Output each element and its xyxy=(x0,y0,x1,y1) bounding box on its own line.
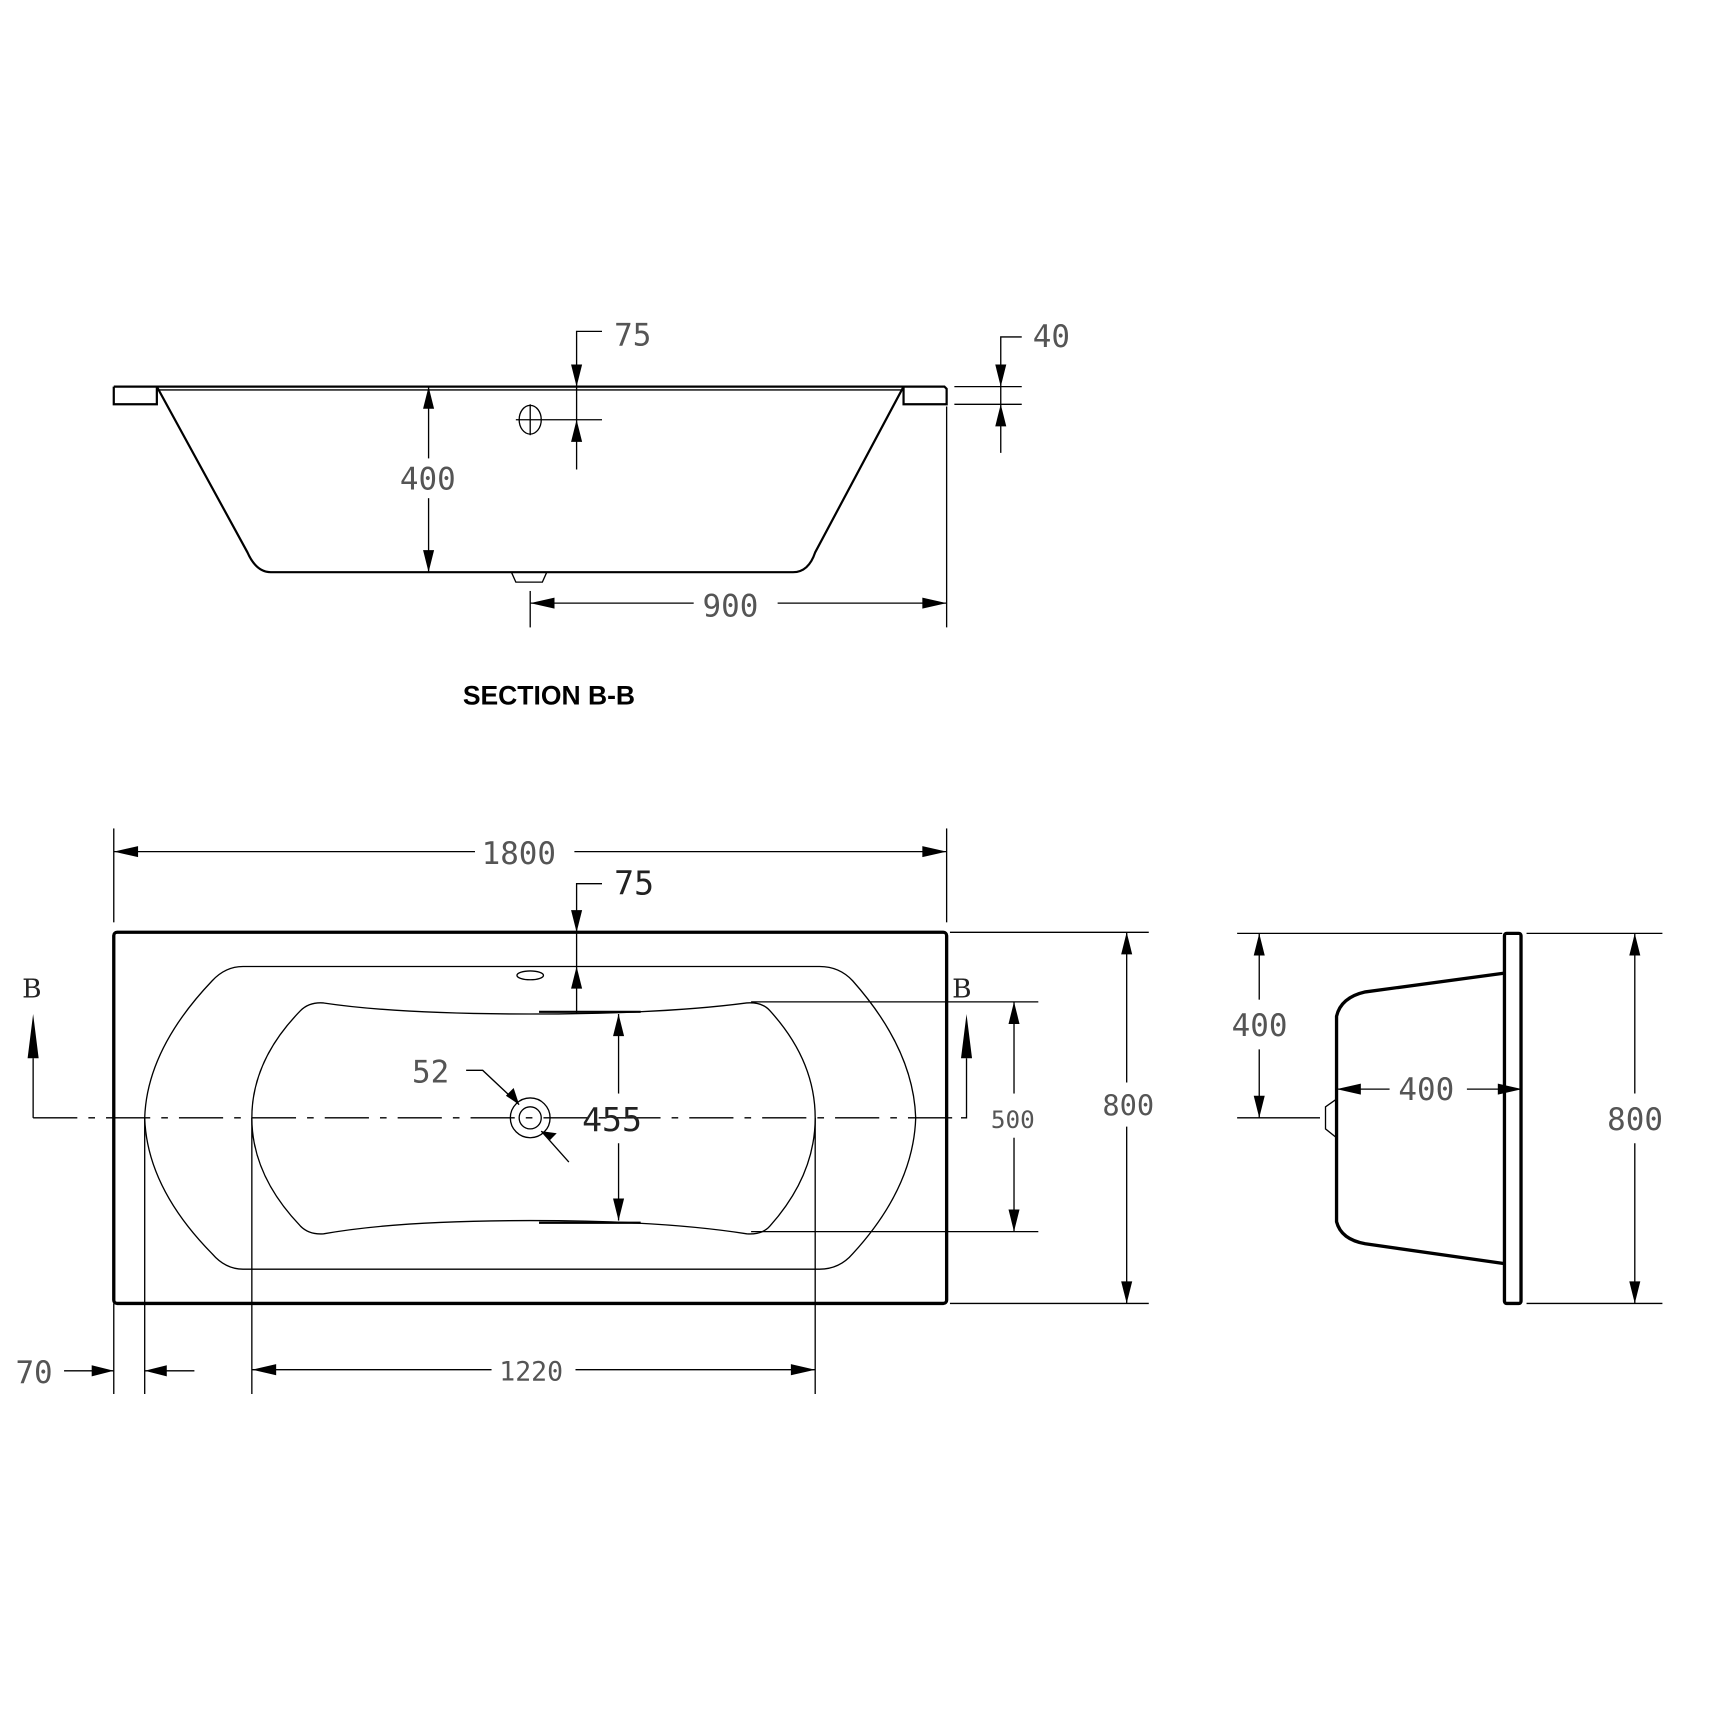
section-marker-left: B xyxy=(22,973,41,1004)
plan-dim-overflow-offset: 75 xyxy=(614,864,654,903)
end-view: 400 400 800 xyxy=(1232,931,1663,1306)
plan-dim-waste-diameter: 52 xyxy=(412,1055,449,1091)
plan-view: 52 B B 1800 75 455 500 xyxy=(15,828,1154,1394)
section-dim-waste-to-end: 900 xyxy=(703,588,759,624)
plan-dim-base-length: 1220 xyxy=(499,1357,563,1388)
plan-dim-length: 1800 xyxy=(482,836,556,872)
plan-dim-overall-width: 800 xyxy=(1102,1089,1154,1123)
end-dim-half-width: 400 xyxy=(1398,1072,1454,1108)
end-dim-depth: 400 xyxy=(1232,1008,1288,1044)
end-dim-overall-width: 800 xyxy=(1607,1102,1663,1138)
plan-dim-inner-width: 455 xyxy=(582,1100,642,1139)
plan-dim-bath-width-base: 500 xyxy=(991,1105,1035,1134)
section-title: SECTION B-B xyxy=(463,681,635,711)
section-dim-depth: 400 xyxy=(400,461,456,497)
section-dim-rim-thickness: 40 xyxy=(1033,319,1070,355)
section-dim-overflow-offset: 75 xyxy=(614,318,651,354)
plan-dim-rim-offset: 70 xyxy=(15,1355,52,1391)
section-marker-right: B xyxy=(952,973,971,1004)
section-b-b-view: 75 40 400 900 SECTION B-B xyxy=(112,318,1070,711)
